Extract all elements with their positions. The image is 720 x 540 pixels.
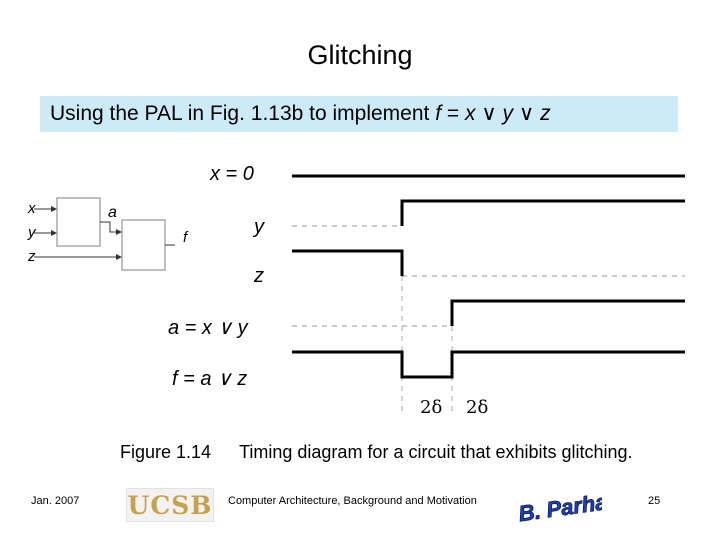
node-a-label: a	[108, 204, 117, 221]
banner-f: f	[435, 102, 442, 125]
banner-eq: =	[441, 102, 465, 125]
banner-prefix: Using the PAL in Fig. 1.13b to implement	[50, 102, 436, 125]
waveform-z	[292, 249, 404, 276]
banner-z: z	[540, 102, 551, 125]
figure-number: Figure 1.14	[120, 442, 212, 462]
gate-or-xy	[56, 197, 101, 247]
statement-banner: Using the PAL in Fig. 1.13b to implement…	[40, 96, 678, 132]
ucsb-logo-text: UCSB	[127, 491, 213, 520]
figure-caption: Figure 1.14 Timing diagram for a circuit …	[120, 442, 633, 463]
signal-z-label: z	[253, 265, 264, 287]
waveform-a	[450, 299, 685, 326]
figure-caption-text: Timing diagram for a circuit that exhibi…	[239, 442, 633, 462]
waveform-y	[400, 199, 685, 226]
banner-or1: ∨	[475, 102, 503, 125]
delay-label-2: 2δ	[466, 397, 488, 418]
wire-a	[100, 221, 122, 235]
banner-or2: ∨	[513, 102, 541, 125]
author-signature-logo: B. Parhami	[517, 485, 602, 527]
banner-y: y	[502, 102, 514, 125]
reference-lines	[292, 225, 685, 327]
node-f-label: f	[183, 229, 189, 246]
signal-a-label: a = x ∨ y	[168, 317, 249, 339]
input-z-label: z	[27, 248, 36, 265]
footer-course-title: Computer Architecture, Background and Mo…	[228, 495, 477, 507]
input-x-label: x	[27, 200, 36, 217]
event-lines	[401, 276, 453, 412]
input-y-label: y	[27, 224, 37, 241]
signal-x-label: x = 0	[209, 163, 254, 185]
waveform-f	[292, 350, 685, 379]
signature-text: B. Parhami	[517, 485, 602, 526]
page-number: 25	[648, 495, 661, 507]
gate-or-az	[121, 219, 166, 271]
circuit: x y z a f	[27, 197, 189, 271]
delay-label-1: 2δ	[420, 397, 442, 418]
banner-x: x	[464, 102, 476, 125]
waveforms	[292, 174, 685, 379]
footer-date: Jan. 2007	[31, 495, 80, 507]
ucsb-logo: UCSB	[126, 488, 214, 522]
slide-title: Glitching	[307, 40, 413, 70]
signal-f-label: f = a ∨ z	[172, 368, 247, 390]
signal-y-label: y	[252, 216, 265, 238]
